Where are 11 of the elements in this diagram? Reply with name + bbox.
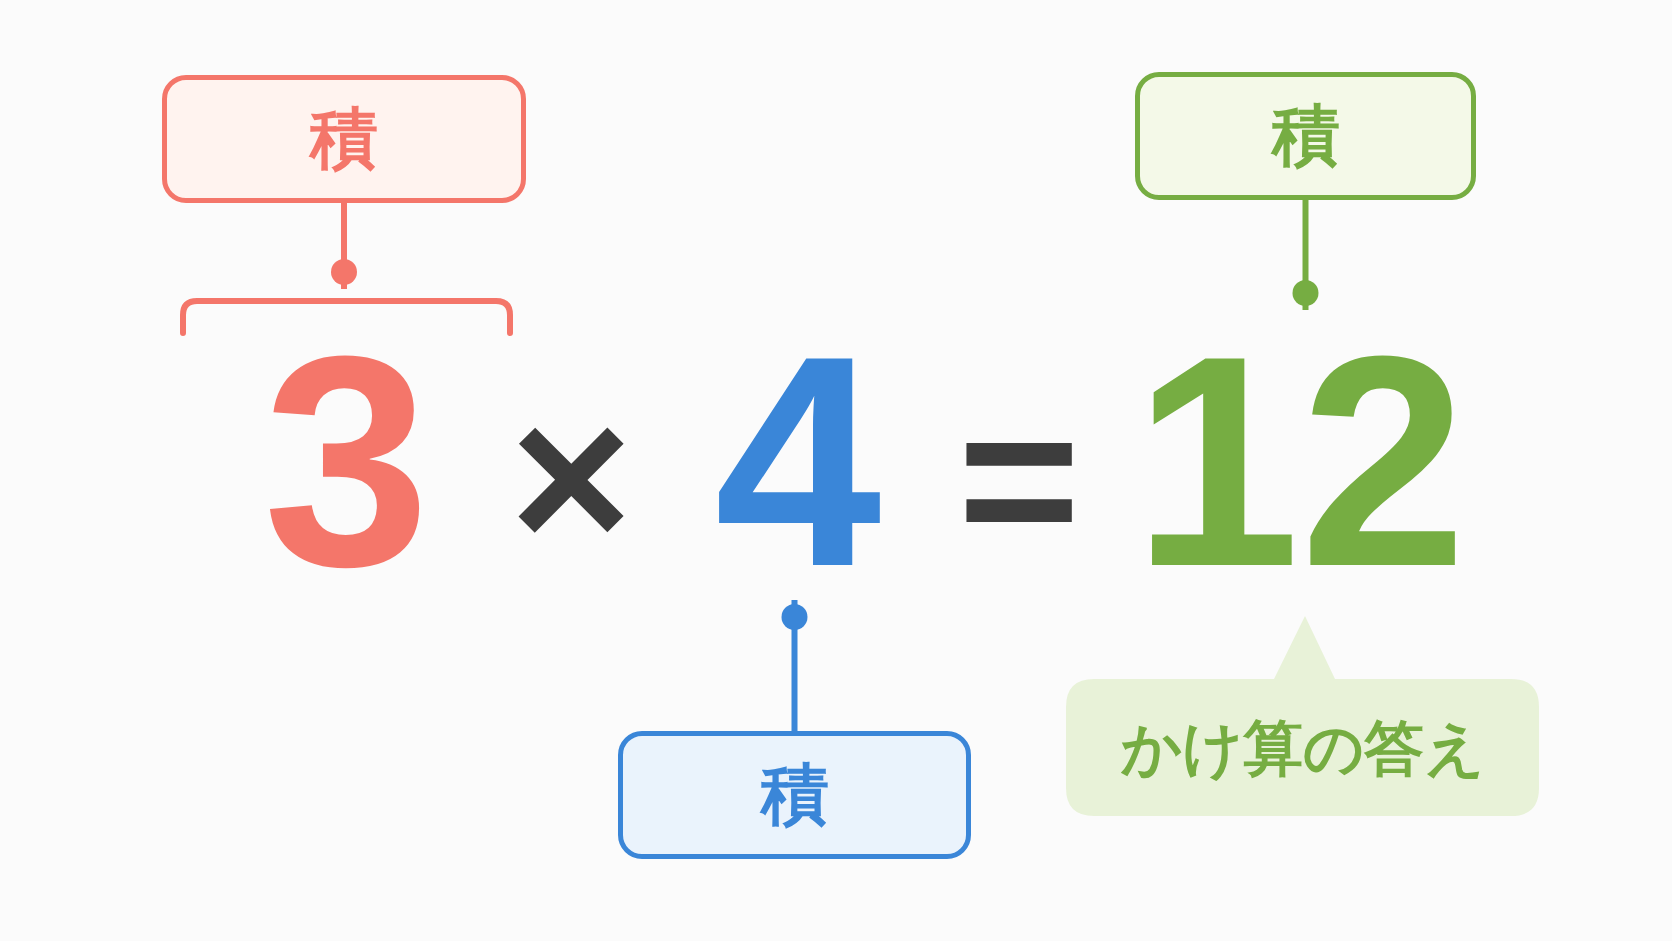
leader-line (781, 600, 808, 731)
numeral: 4 (714, 341, 882, 581)
leader-line (331, 203, 357, 289)
leader-line (1292, 200, 1319, 310)
label-box: 積 (618, 731, 971, 859)
operator-sign: = (957, 396, 1081, 564)
operator-sign: × (509, 394, 633, 562)
label-box: 積 (162, 75, 526, 203)
numeral: 3 (263, 341, 430, 581)
label-box: 積 (1135, 72, 1476, 200)
numeral: 12 (1133, 341, 1467, 581)
